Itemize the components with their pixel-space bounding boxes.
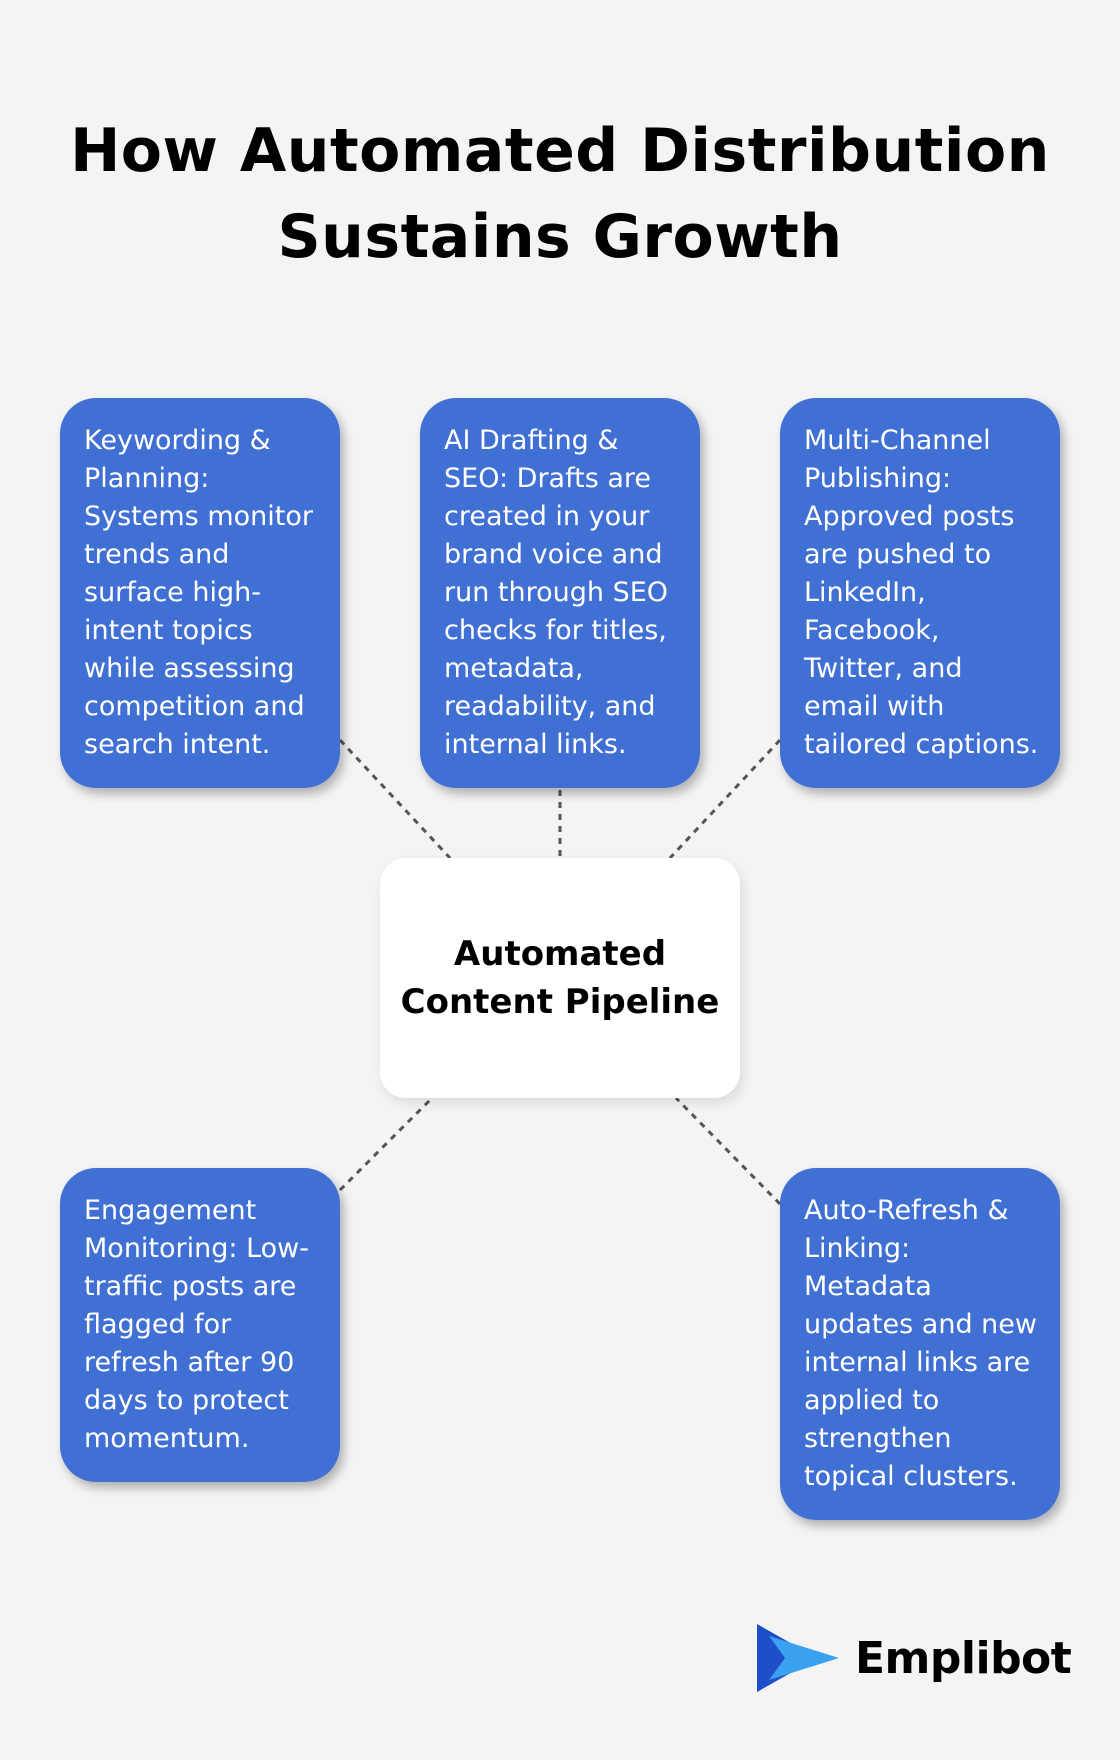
- brand-logo: Emplibot: [755, 1622, 1072, 1694]
- node-text: AI Drafting & SEO: Drafts are created in…: [444, 425, 669, 760]
- center-label: Automated Content Pipeline: [400, 934, 720, 1022]
- connector-engagement: [338, 1096, 434, 1192]
- node-text: Engagement Monitoring: Low-traffic posts…: [84, 1195, 309, 1454]
- play-arrow-logo-icon: [757, 1624, 839, 1692]
- node-engagement-monitoring: Engagement Monitoring: Low-traffic posts…: [60, 1168, 340, 1482]
- node-keywording-planning: Keywording & Planning: Systems monitor t…: [60, 398, 340, 788]
- node-text: Auto-Refresh & Linking: Metadata updates…: [804, 1195, 1037, 1492]
- node-text: Keywording & Planning: Systems monitor t…: [84, 425, 313, 760]
- connector-refresh: [674, 1096, 782, 1206]
- node-multi-channel-publishing: Multi-Channel Publishing: Approved posts…: [780, 398, 1060, 788]
- page-title: How Automated Distribution Sustains Grow…: [70, 116, 1050, 272]
- node-ai-drafting-seo: AI Drafting & SEO: Drafts are created in…: [420, 398, 700, 788]
- node-text: Multi-Channel Publishing: Approved posts…: [804, 425, 1039, 760]
- connector-publishing: [668, 738, 782, 860]
- connector-keywording: [338, 738, 452, 860]
- brand-name: Emplibot: [855, 1632, 1072, 1684]
- center-node: Automated Content Pipeline: [380, 858, 740, 1098]
- node-auto-refresh-linking: Auto-Refresh & Linking: Metadata updates…: [780, 1168, 1060, 1520]
